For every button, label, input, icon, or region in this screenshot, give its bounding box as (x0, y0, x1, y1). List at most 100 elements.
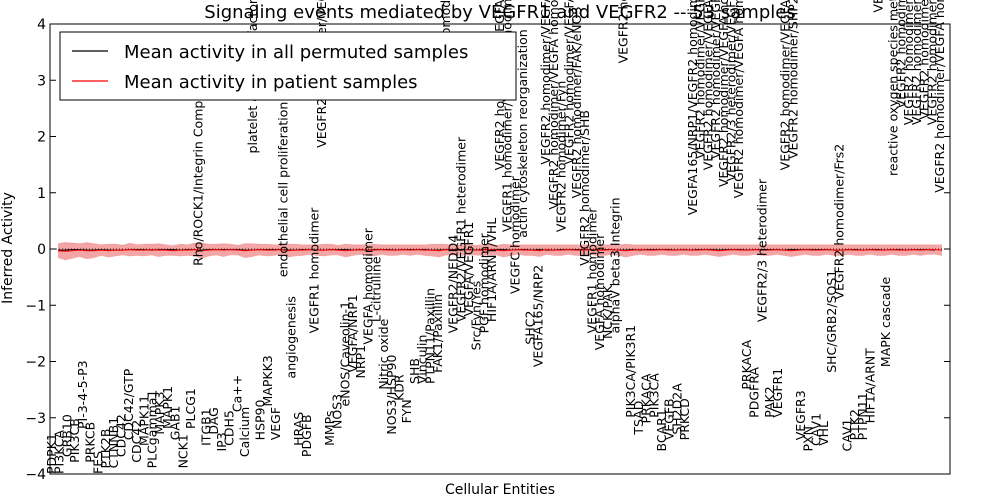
x-tick-label: PRKCD (677, 398, 692, 440)
x-tick-label: eNOS/Caveolin-1 (337, 301, 352, 406)
x-tick-label: HIF1A/ARNT/VHL (484, 218, 499, 322)
x-tick-label: PTK2 (847, 409, 862, 440)
x-tick-label: SH2D2A (670, 383, 685, 435)
x-tick-label: SHC/GRB2/SOS1 (824, 270, 839, 373)
y-axis-label: Inferred Activity (0, 192, 16, 304)
x-tick-label: Nitric oxide (376, 318, 391, 389)
x-tick-label: NOS3/HSP90 (384, 355, 399, 435)
y-tick-label: 2 (37, 130, 46, 146)
x-tick-label: VEGFR1 homodimer (584, 207, 599, 334)
x-tick-label: ITGB1 (198, 408, 213, 446)
x-tick-label: MAPK1 (160, 386, 175, 429)
y-tick-label: 4 (37, 17, 46, 33)
legend: Mean activity in all permuted samples Me… (59, 31, 517, 101)
x-tick-label: NOS3 (330, 394, 345, 429)
x-tick-label: VEGFR2/3 heterodimer/VEGFC homodimer (724, 0, 739, 181)
x-tick-label: VEGFC homodimer (507, 175, 522, 294)
x-tick-label: HIF1A/ARNT (862, 348, 877, 424)
x-tick-label: VEGFR2/NEDD4 (445, 235, 460, 334)
x-tick-label: MAPKK3 (260, 355, 275, 406)
x-tick-label: MMPs (322, 411, 337, 446)
x-tick-label: VEGFA homodimer (592, 233, 607, 350)
x-tick-label: GAB1 (167, 405, 182, 440)
x-tick-label: VEGFR2 homodimer/VEGFA homodimer/IQGAP1/… (893, 0, 908, 108)
x-tick-label: PIK3CA/PIK3R1 (623, 325, 638, 418)
x-tick-label: PRKACA (739, 339, 754, 389)
x-tick-label: CTNNB1 (106, 417, 121, 469)
x-tick-label: NRP1 (353, 345, 368, 379)
legend-label-patient: Mean activity in patient samples (124, 72, 418, 93)
x-tick-label: PRKACA (639, 373, 654, 423)
x-tick-label: PTPN11/Paxillin (422, 288, 437, 384)
x-tick-label: Calcium (237, 407, 252, 457)
x-tick-label: VEGFR2 homodimer/VEGFA homodimer/TsAd (538, 0, 553, 165)
x-tick-label: PIK3CA (646, 373, 661, 418)
y-tick-label: 1 (37, 186, 46, 202)
x-tick-label: VEGFR1 (770, 368, 785, 418)
x-axis-label: Cellular Entities (445, 482, 555, 498)
x-tick-label: VEGFB (662, 398, 677, 440)
x-tick-label: VEGF (268, 407, 283, 440)
x-tick-label: angiogenesis (283, 296, 298, 378)
x-tick-label: VEGFR2 homodimer/SHB (577, 110, 592, 266)
x-tick-label: NCK1 (175, 434, 190, 468)
patient-band (58, 242, 942, 261)
x-tick-label: CDC42 (114, 414, 129, 457)
x-tick-label: HSP90 (252, 399, 267, 440)
x-tick-label: MAPK3 (152, 392, 167, 435)
x-tick-label: VHL (816, 421, 831, 446)
x-tick-label: VEGFR2/3 heterodimer (754, 178, 769, 322)
x-tick-label: VEGFR2 homodimer/VEGFA homodimer/Yes (731, 0, 746, 198)
plot-frame (49, 23, 951, 475)
x-tick-label: VEGFR2 homodimer/SHP2 (785, 0, 800, 159)
x-tick-label: PAK2 (762, 386, 777, 417)
x-tick-label: VEGFR2 homodimer/VEGFA homodimer/NCK1 (708, 0, 723, 159)
x-tick-label: PLCgamma1 (144, 390, 159, 469)
legend-box (59, 31, 517, 101)
x-tick-label: VEGFR2 homodimer/VEGFA homodimer/IQGAP1 (932, 0, 947, 193)
x-tick-label: Src/Fyn/Yes (469, 281, 484, 351)
x-tick-label: CDC42 (129, 420, 144, 463)
x-tick-label: VEGFR2 homodimer/Fyn (554, 81, 569, 232)
x-tick-label: CAV1 (808, 413, 823, 446)
x-tick-label: HRAS (291, 412, 306, 446)
x-tick-label: VEGFA165/NRP2 (531, 265, 546, 367)
chart-title: Signaling events mediated by VEGFR1 and … (204, 2, 795, 23)
x-tick-label: VEGFA/NRP1 (345, 294, 360, 372)
x-tick-label: NCK/PAK (600, 284, 615, 339)
x-tick-label: VEGFR3 (793, 390, 808, 440)
x-tick-label: PDPK1 (44, 433, 59, 474)
x-tick-label: PLCG1 (183, 388, 198, 429)
x-tick-label: PDGFB (299, 414, 314, 457)
y-tick-label: −2 (25, 355, 46, 371)
x-tick-label: KDR (391, 374, 406, 401)
x-tick-label: FAK1/Paxillin (430, 294, 445, 373)
x-tick-label: VEGFA165/NRP1/VEGFR2 homodimer (685, 0, 700, 215)
x-tick-label: VEGFA/VEGFR1 (461, 222, 476, 317)
x-tick-label: PGF homodimer (476, 232, 491, 333)
x-tick-label: PI-3-4-5-P3 (75, 360, 90, 429)
y-tick-label: 3 (37, 73, 46, 89)
x-tick-label: VEGFA homodimer (361, 227, 376, 344)
y-tick-label: −1 (25, 298, 46, 314)
x-tick-label: VEGFR2 homodimer/VEGFA homodimer/Frs2/GR… (917, 0, 932, 120)
x-tick-label: CDH5 (222, 410, 237, 446)
y-tick-label: −3 (25, 411, 46, 427)
x-tick-label: VEGFR2 homodimer/FAK/eNOS (569, 7, 584, 199)
x-tick-label: FES (90, 451, 105, 474)
series-line-patient (57, 249, 943, 252)
x-tick-label: PXN (801, 426, 816, 451)
legend-label-all-permuted: Mean activity in all permuted samples (124, 42, 468, 63)
x-tick-label: VEGFR1 homodimer (306, 207, 321, 334)
y-tick-label: −4 (25, 467, 46, 483)
x-tick-label: VEGFR2 homodimer/VEGFA homodimer/SHP2 (693, 0, 708, 159)
x-tick-label: GRB10 (59, 414, 74, 457)
x-tick-label: Ca++ (229, 375, 244, 412)
x-tick-label: Rho/ROCK1/Integrin Complex (191, 82, 206, 266)
x-tick-label: VEGFR2 homodimer/VEGFA homodimer/Fyn/PI3… (561, 0, 576, 165)
x-tick-label: VEGFR2 homodimer/VEGFA homodimer (546, 0, 561, 210)
x-tick-label: actin cytoskeleton reorganization (515, 29, 530, 238)
x-tick-label: PI3KCA (52, 430, 67, 474)
x-tick-label: PTPN11 (855, 392, 870, 440)
